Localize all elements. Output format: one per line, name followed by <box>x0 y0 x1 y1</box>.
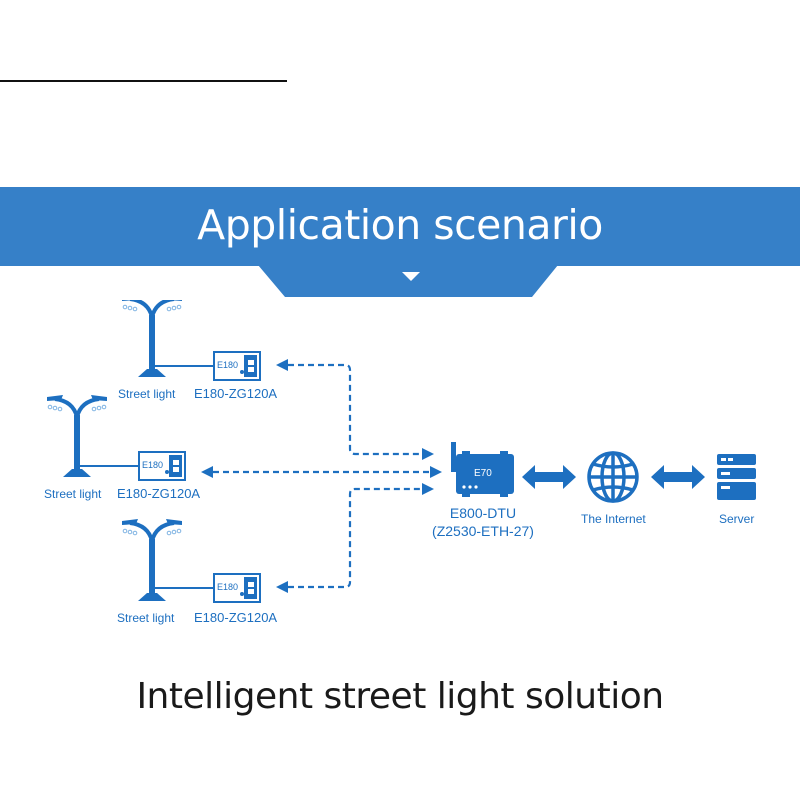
street-light-node-1 <box>120 300 261 381</box>
street-light-label: Street light <box>118 387 176 401</box>
gateway-badge: E70 <box>474 468 492 479</box>
server-icon <box>717 454 756 500</box>
wireless-link-3 <box>288 487 422 589</box>
module-badge: E180 <box>217 360 239 370</box>
street-light-label: Street light <box>44 487 102 501</box>
arrow-left-icon <box>276 359 288 371</box>
top-divider <box>0 80 287 82</box>
street-light-label: Street light <box>117 611 175 625</box>
footer-title: Intelligent street light solution <box>136 676 664 717</box>
arrow-right-icon <box>430 466 442 478</box>
internet-label: The Internet <box>581 512 646 526</box>
module-badge: E180 <box>217 582 239 592</box>
module-label: E180-ZG120A <box>194 610 278 625</box>
module-label: E180-ZG120A <box>117 486 201 501</box>
street-light-node-3 <box>120 517 261 603</box>
link-arrowheads <box>201 359 442 593</box>
network-diagram <box>45 300 756 603</box>
module-label: E180-ZG120A <box>194 386 278 401</box>
section-title: Application scenario <box>197 201 603 249</box>
server-label: Server <box>719 512 755 526</box>
street-light-node-2 <box>45 393 186 481</box>
gateway-name: E800-DTU <box>449 505 517 521</box>
arrow-right-icon <box>422 448 434 460</box>
antenna-icon <box>451 442 456 472</box>
gateway-model: (Z2530-ETH-27) <box>432 523 534 539</box>
section-banner <box>0 187 800 266</box>
down-triangle-icon <box>402 272 420 281</box>
double-arrow-icon <box>651 465 705 489</box>
arrow-right-icon <box>422 483 434 495</box>
wireless-link-1 <box>288 363 422 456</box>
module-badge: E180 <box>142 460 164 470</box>
street-light-icon <box>45 393 109 479</box>
gateway-device-icon <box>451 442 514 497</box>
double-arrow-icon <box>522 465 576 489</box>
banner-tab <box>258 265 558 297</box>
arrow-left-icon <box>276 581 288 593</box>
globe-icon <box>587 451 639 503</box>
wireless-links <box>213 363 430 589</box>
arrow-left-icon <box>201 466 213 478</box>
